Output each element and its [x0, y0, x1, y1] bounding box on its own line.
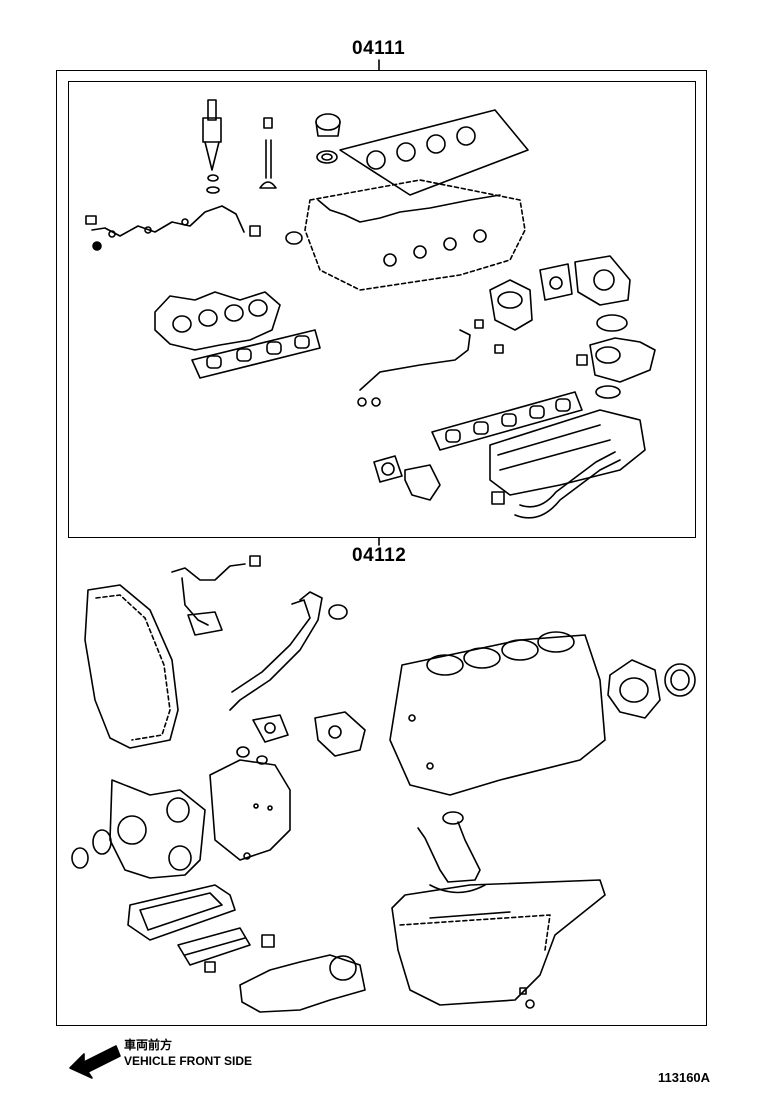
- water-pump-gasket-part: [314, 711, 366, 757]
- injector-nozzle-part: [202, 99, 222, 194]
- camshaft-oil-seal-part: [71, 847, 89, 869]
- exhaust-manifold-part: [154, 291, 281, 351]
- oil-strainer-part: [417, 811, 486, 894]
- o-ring-part: [595, 385, 621, 399]
- timing-gear-case-part: [209, 759, 291, 861]
- oil-filler-cap-part: [315, 113, 341, 164]
- water-inlet-housing-part: [574, 255, 631, 306]
- water-bypass-pipe-part: [491, 451, 621, 519]
- gasket-hole: [264, 722, 276, 734]
- gasket-small-part: [252, 714, 289, 743]
- exhaust-manifold-gasket-part: [191, 329, 321, 379]
- front-timing-cover-gasket-part: [109, 779, 206, 879]
- oil-seal-part: [285, 231, 303, 245]
- rear-oil-seal-retainer-part: [607, 659, 661, 719]
- injection-pipe-part: [357, 319, 504, 407]
- water-hose-part: [404, 464, 441, 501]
- timing-belt-cover-part: [84, 584, 179, 749]
- water-outlet-pipe-part: [229, 591, 348, 711]
- arrow-left-icon: [69, 1045, 121, 1079]
- kit-label-04112: 04112: [352, 545, 407, 566]
- oil-cooler-part: [177, 927, 275, 973]
- front-oil-seal-part: [92, 829, 112, 855]
- intake-manifold-gasket-part: [431, 391, 583, 451]
- direction-label-japanese: 車両前方: [124, 1038, 173, 1052]
- water-inlet-gasket-part: [373, 455, 403, 483]
- outer-frame-04112: [56, 70, 707, 1026]
- thermostat-gasket-part: [596, 314, 628, 332]
- oil-pump-part: [239, 954, 366, 1013]
- seal-ring-part: [236, 746, 250, 758]
- thermostat-housing-part: [576, 337, 656, 383]
- intake-manifold-part: [489, 409, 646, 496]
- inner-frame-04111: [68, 81, 696, 538]
- head-cover-gasket-part: [339, 109, 529, 196]
- figure-code: 113160A: [658, 1070, 711, 1085]
- water-outlet-gasket-part: [539, 263, 573, 301]
- direction-label-english: VEHICLE FRONT SIDE: [124, 1054, 253, 1068]
- cylinder-head-part: [304, 179, 526, 291]
- vacuum-pipe-part: [171, 555, 261, 636]
- cylinder-block-part: [389, 631, 606, 796]
- injector-leak-pipe-part: [85, 205, 261, 251]
- kit-label-04111: 04111: [352, 38, 406, 59]
- drain-plug-part: [525, 999, 535, 1009]
- oil-pump-gasket-part: [127, 884, 236, 941]
- valve-part: [259, 117, 277, 189]
- rear-oil-seal-part: [664, 663, 696, 697]
- oil-pan-part: [391, 879, 606, 1006]
- water-outlet-part: [489, 279, 533, 331]
